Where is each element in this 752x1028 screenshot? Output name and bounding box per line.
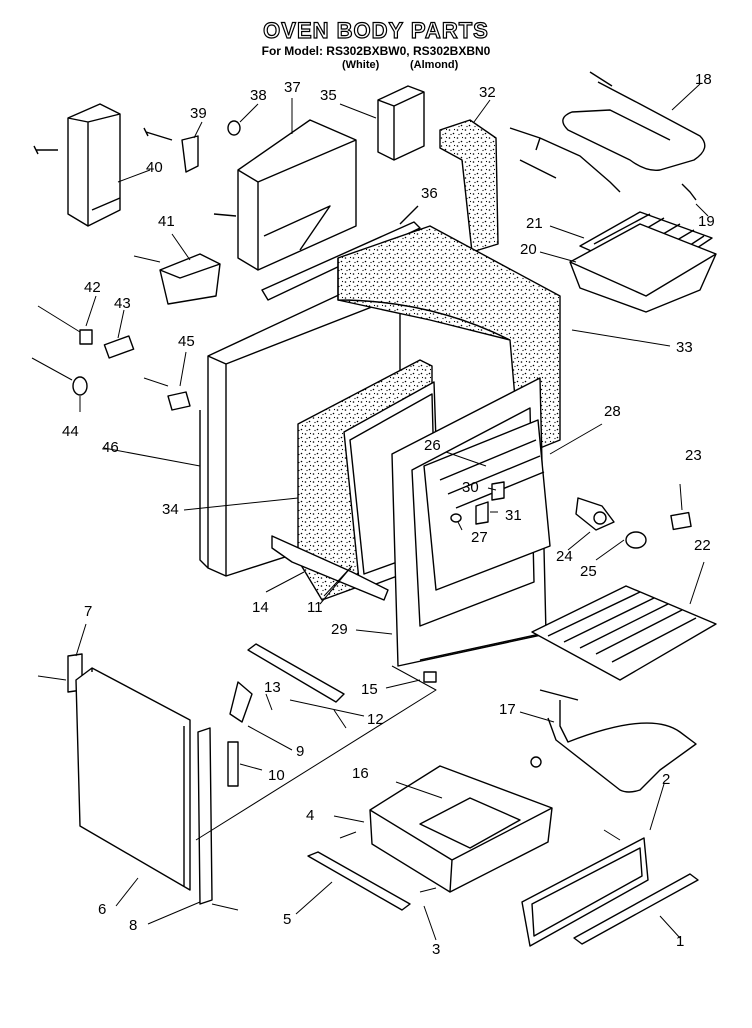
oven-rack-part-22 — [531, 585, 717, 681]
broil-element-part-18 — [562, 71, 706, 171]
callout-46: 46 — [102, 439, 119, 456]
callout-15: 15 — [361, 681, 378, 698]
callout-7: 7 — [84, 603, 93, 620]
drawer-trim-part-1 — [573, 873, 699, 945]
callout-26: 26 — [424, 437, 441, 454]
callout-25: 25 — [580, 563, 597, 580]
duct-part-35 — [377, 85, 425, 161]
insulation-strip-part-32 — [439, 119, 499, 253]
part-44 — [72, 376, 88, 396]
callout-9: 9 — [296, 743, 305, 760]
callout-2: 2 — [662, 771, 671, 788]
callout-30: 30 — [462, 479, 479, 496]
model-line: For Model: RS302BXBW0, RS302BXBN0 — [261, 44, 491, 58]
callout-18: 18 — [695, 71, 712, 88]
trim-part-8 — [197, 727, 213, 905]
side-panel-part-6 — [75, 667, 191, 891]
bottom-part-14 — [271, 535, 389, 601]
callout-23: 23 — [685, 447, 702, 464]
callout-38: 38 — [250, 87, 267, 104]
callout-34: 34 — [162, 501, 179, 518]
callout-36: 36 — [421, 185, 438, 202]
callout-14: 14 — [252, 599, 269, 616]
part-30 — [491, 481, 505, 501]
callout-1: 1 — [676, 933, 685, 950]
callout-28: 28 — [604, 403, 621, 420]
screw-icon — [33, 145, 58, 155]
bracket-part-41 — [159, 253, 221, 305]
part-15 — [423, 671, 437, 683]
callout-20: 20 — [520, 241, 537, 258]
callout-19: 19 — [698, 213, 715, 230]
part-31 — [475, 501, 489, 525]
drawer-part-16 — [369, 765, 553, 893]
callout-43: 43 — [114, 295, 131, 312]
callout-16: 16 — [352, 765, 369, 782]
callout-8: 8 — [129, 917, 138, 934]
callout-31: 31 — [505, 507, 522, 524]
part-42 — [79, 329, 93, 345]
bake-element-part-17 — [539, 689, 697, 793]
callout-17: 17 — [499, 701, 516, 718]
callout-4: 4 — [306, 807, 315, 824]
part-24 — [575, 497, 615, 531]
callout-24: 24 — [556, 548, 573, 565]
drawer-front-part-2 — [521, 837, 649, 947]
callout-22: 22 — [694, 537, 711, 554]
cover-part-37 — [237, 119, 357, 271]
part-45 — [167, 391, 191, 411]
callout-40: 40 — [146, 159, 163, 176]
callout-44: 44 — [62, 423, 79, 440]
callout-37: 37 — [284, 79, 301, 96]
callout-45: 45 — [178, 333, 195, 350]
callout-5: 5 — [283, 911, 292, 928]
callout-10: 10 — [268, 767, 285, 784]
page-title: OVEN BODY PARTS — [263, 17, 489, 43]
callout-42: 42 — [84, 279, 101, 296]
bracket-part-9 — [229, 681, 253, 723]
callout-35: 35 — [320, 87, 337, 104]
callout-12: 12 — [367, 711, 384, 728]
grommet-part-38 — [227, 120, 241, 136]
variant-white-label: (White) — [342, 59, 380, 71]
clip-part-39 — [143, 127, 199, 173]
callout-3: 3 — [432, 941, 441, 958]
part-25 — [625, 531, 647, 549]
callout-27: 27 — [471, 529, 488, 546]
part-43 — [103, 335, 135, 359]
callout-29: 29 — [331, 621, 348, 638]
callout-21: 21 — [526, 215, 543, 232]
drawer-rail-part-5 — [307, 851, 411, 911]
callout-32: 32 — [479, 84, 496, 101]
callout-13: 13 — [264, 679, 281, 696]
callout-11: 11 — [307, 599, 323, 616]
variant-almond-label: (Almond) — [410, 59, 459, 71]
callout-33: 33 — [676, 339, 693, 356]
part-27 — [450, 513, 462, 523]
rail-part-12 — [247, 643, 345, 703]
clip-part-19 — [681, 183, 697, 201]
spring-part-10 — [227, 741, 239, 787]
leader-line — [117, 169, 151, 183]
side-bracket-part-40 — [67, 103, 121, 227]
element-terminal — [509, 127, 621, 193]
callout-6: 6 — [98, 901, 107, 918]
screw-icon — [530, 756, 542, 768]
callout-39: 39 — [190, 105, 207, 122]
part-23 — [670, 511, 692, 531]
callout-41: 41 — [158, 213, 175, 230]
broiler-pan-part-20 — [569, 223, 717, 313]
